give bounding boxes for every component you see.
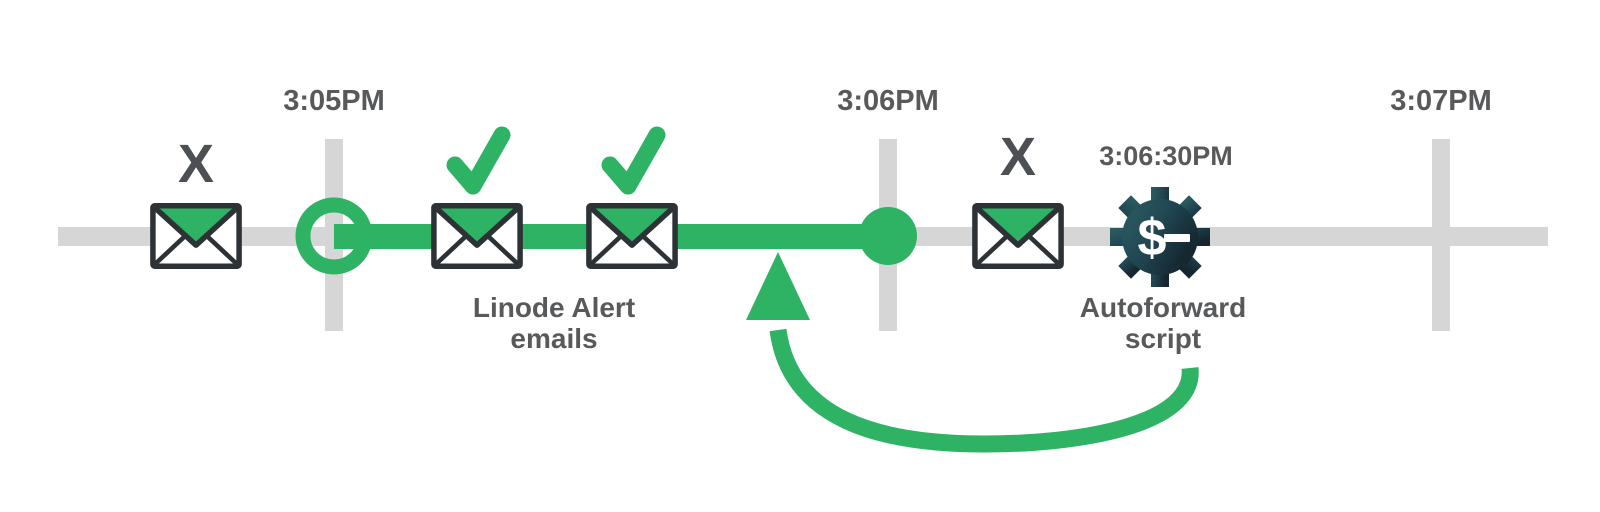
x-mark-first: X [178, 134, 214, 194]
tick-3-07pm [1432, 139, 1450, 331]
caption-autoforward-line2: script [1125, 323, 1201, 354]
check-mark-icon-1 [446, 126, 511, 195]
envelope-icon-first-email [153, 206, 239, 267]
tick-label-3-05pm: 3:05PM [283, 85, 385, 117]
envelope-icon-missed-email [975, 206, 1061, 267]
feedback-arrow [746, 252, 1199, 453]
envelope-icon-linode-alert-2 [589, 206, 675, 267]
tick-label-3-07pm: 3:07PM [1390, 85, 1492, 117]
end-marker [859, 207, 917, 265]
caption-linode-alerts-line1: Linode Alert [473, 292, 635, 323]
caption-autoforward-line1: Autoforward [1080, 292, 1246, 323]
envelope-icon-linode-alert-1 [434, 206, 520, 267]
x-mark-second: X [1000, 127, 1036, 187]
label-autoforward-time: 3:06:30PM [1099, 141, 1233, 171]
check-mark-icon-2 [601, 126, 666, 195]
tick-label-3-06pm: 3:06PM [837, 85, 939, 117]
caption-linode-alerts-line2: emails [510, 323, 597, 354]
start-marker [295, 197, 373, 275]
gear-dollar-icon [1110, 187, 1210, 287]
